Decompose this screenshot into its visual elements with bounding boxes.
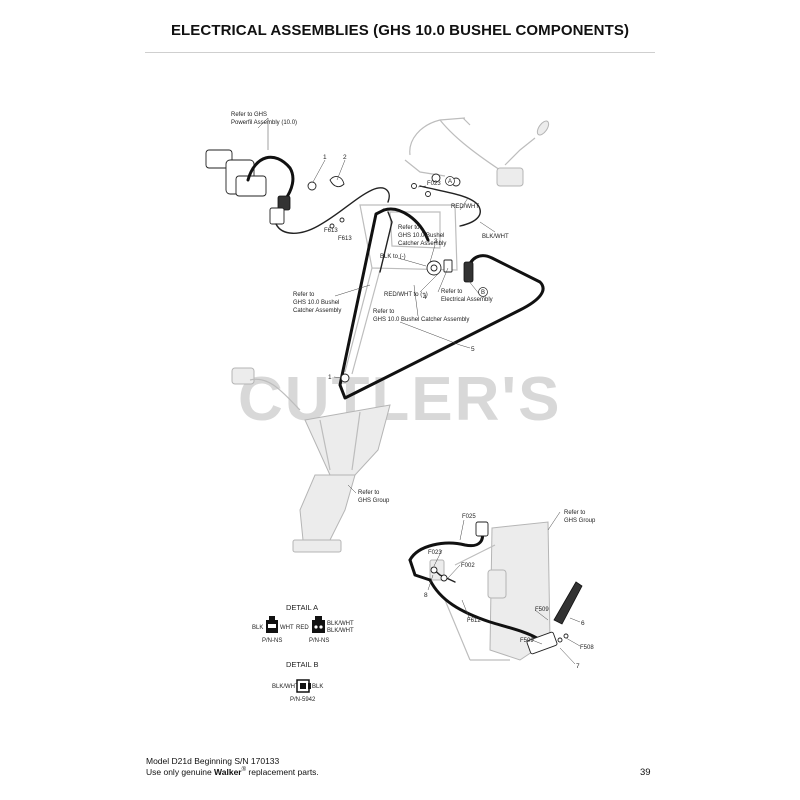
svg-text:GHS Group: GHS Group: [358, 498, 390, 504]
fastener-codes: F023 F613 F613 F025 F023 F002 F612 F509 …: [324, 181, 594, 651]
svg-text:1: 1: [328, 374, 332, 381]
callout-catcher-a: Refer to GHS 10.0 Bushel Catcher Assembl…: [398, 225, 446, 247]
svg-text:GHS Group: GHS Group: [564, 518, 596, 524]
svg-text:Refer to: Refer to: [441, 289, 463, 295]
svg-text:P/N-NS: P/N-NS: [309, 638, 329, 644]
svg-text:Refer to: Refer to: [564, 510, 586, 516]
svg-text:F002: F002: [461, 563, 475, 569]
title-divider: [145, 52, 655, 53]
wire-harness: [205, 149, 545, 400]
footer-model: Model D21d Beginning S/N 170133: [146, 756, 280, 766]
svg-text:Powerfil Assembly (10.0): Powerfil Assembly (10.0): [231, 120, 297, 126]
svg-text:BLK: BLK: [252, 625, 263, 631]
svg-text:8: 8: [424, 592, 428, 599]
footer-use-prefix: Use only genuine: [146, 767, 215, 777]
svg-text:A: A: [448, 179, 452, 185]
svg-text:B: B: [481, 290, 485, 296]
svg-text:Electrical Assembly: Electrical Assembly: [441, 297, 493, 303]
svg-text:6: 6: [581, 620, 585, 627]
svg-text:7: 7: [576, 663, 580, 670]
svg-text:Refer to GHS: Refer to GHS: [231, 112, 267, 118]
detail-b: DETAIL B BLK/WHT BLK P/N-5942: [272, 660, 323, 703]
svg-text:BLK: BLK: [312, 684, 323, 690]
svg-text:GHS 10.0 Bushel: GHS 10.0 Bushel: [398, 233, 444, 239]
svg-text:F613: F613: [338, 236, 352, 242]
svg-text:GHS 10.0 Bushel Catcher Assemb: GHS 10.0 Bushel Catcher Assembly: [373, 317, 469, 323]
callout-electrical: Refer to Electrical Assembly: [441, 289, 493, 303]
part-numbers: 1 2 3 4 5 1 6 7 8: [323, 154, 585, 670]
svg-text:F613: F613: [324, 228, 338, 234]
circle-letter-a: A: [445, 176, 455, 186]
wire-label-redwht-pos: RED/WHT to (+): [384, 292, 428, 298]
svg-text:F508: F508: [580, 645, 594, 651]
svg-text:DETAIL B: DETAIL B: [286, 660, 319, 669]
svg-text:P/N-NS: P/N-NS: [262, 638, 282, 644]
connector-icon: [266, 616, 278, 633]
svg-text:BLK/WHT: BLK/WHT: [272, 684, 299, 690]
svg-text:F023: F023: [427, 181, 441, 187]
svg-text:P/N-5942: P/N-5942: [290, 697, 316, 703]
svg-text:3: 3: [434, 238, 438, 245]
footer-brand: Walker: [214, 767, 242, 777]
callout-catcher-c: Refer to GHS 10.0 Bushel Catcher Assembl…: [373, 309, 469, 323]
callout-powerfill: Refer to GHS Powerfil Assembly (10.0): [231, 112, 297, 126]
page-title: ELECTRICAL ASSEMBLIES (GHS 10.0 BUSHEL C…: [170, 22, 630, 39]
wire-label-blk-wht: BLK/WHT: [482, 234, 509, 240]
wire-label-red-wht: RED/WHT: [451, 204, 479, 210]
svg-text:RED: RED: [296, 625, 309, 631]
svg-text:1: 1: [323, 154, 327, 161]
circle-letter-b: B: [478, 287, 488, 297]
svg-text:Refer to: Refer to: [398, 225, 420, 231]
svg-text:Catcher Assembly: Catcher Assembly: [398, 241, 446, 247]
footer-use-suffix: replacement parts.: [246, 767, 319, 777]
connector-icon: [296, 679, 311, 693]
leader-lines: [257, 117, 581, 665]
svg-text:DETAIL A: DETAIL A: [286, 603, 318, 612]
wire-label-blk-neg: BLK to (-): [380, 254, 406, 260]
detail-a: DETAIL A BLK WHT P/N-NS RED BLK/WHT BLK/…: [252, 603, 354, 644]
footer-disclaimer: Use only genuine Walker® replacement par…: [146, 767, 319, 777]
footer-reg-mark: ®: [241, 767, 247, 774]
svg-text:F023: F023: [428, 550, 442, 556]
callout-catcher-b: Refer to GHS 10.0 Bushel Catcher Assembl…: [293, 292, 341, 314]
svg-text:Catcher Assembly: Catcher Assembly: [293, 308, 341, 314]
svg-text:2: 2: [343, 154, 347, 161]
callout-ghs-group-b: Refer to GHS Group: [564, 510, 596, 524]
connector-icon: [312, 616, 325, 633]
callout-ghs-group-a: Refer to GHS Group: [358, 490, 390, 504]
svg-text:WHT: WHT: [280, 625, 294, 631]
svg-text:BLK/WHT: BLK/WHT: [327, 628, 354, 634]
svg-text:BLK/WHT: BLK/WHT: [327, 621, 354, 627]
detail-wiring: [408, 521, 583, 655]
page-number: 39: [640, 767, 651, 778]
svg-text:Refer to: Refer to: [373, 309, 395, 315]
watermark-text: CUTLER'S: [238, 365, 562, 434]
svg-text:F025: F025: [462, 514, 476, 520]
svg-text:GHS 10.0 Bushel: GHS 10.0 Bushel: [293, 300, 339, 306]
svg-text:F509: F509: [535, 607, 549, 613]
svg-text:4: 4: [423, 294, 427, 301]
svg-text:F612: F612: [467, 618, 481, 624]
svg-text:Refer to: Refer to: [358, 490, 380, 496]
svg-text:Refer to: Refer to: [293, 292, 315, 298]
svg-text:5: 5: [471, 346, 475, 353]
svg-text:F509: F509: [520, 638, 534, 644]
